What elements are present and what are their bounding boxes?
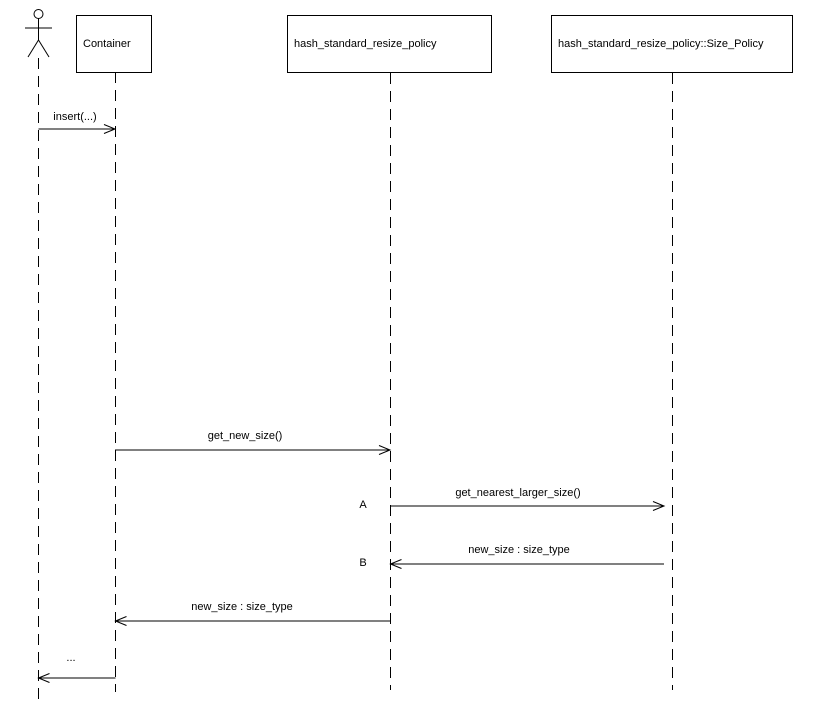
message-arrow-get-nearest-larger-size xyxy=(390,501,666,511)
message-label-return-to-actor: ... xyxy=(66,652,76,664)
message-arrow-return-to-actor xyxy=(37,673,116,683)
message-label-new-size-return-1: new_size : size_type xyxy=(468,544,570,556)
message-arrow-new-size-return-1 xyxy=(389,559,664,569)
message-marker-b: B xyxy=(359,557,367,569)
participant-box-hash-standard-resize-policy: hash_standard_resize_policy xyxy=(287,15,492,73)
message-label-new-size-return-2: new_size : size_type xyxy=(191,601,293,613)
participant-label: hash_standard_resize_policy::Size_Policy xyxy=(558,38,764,50)
participant-label: hash_standard_resize_policy xyxy=(294,38,437,50)
participant-box-size-policy: hash_standard_resize_policy::Size_Policy xyxy=(551,15,793,73)
message-label-get-nearest-larger-size: get_nearest_larger_size() xyxy=(455,487,581,499)
message-label-get-new-size: get_new_size() xyxy=(207,430,283,442)
message-arrow-new-size-return-2 xyxy=(114,616,390,626)
message-label-insert: insert(...) xyxy=(53,111,97,123)
message-arrow-insert xyxy=(38,124,117,134)
message-arrow-get-new-size xyxy=(115,445,392,455)
participant-box-container: Container xyxy=(76,15,152,73)
message-marker-a: A xyxy=(359,499,367,511)
participant-label: Container xyxy=(83,38,131,50)
actor-icon xyxy=(25,9,52,58)
